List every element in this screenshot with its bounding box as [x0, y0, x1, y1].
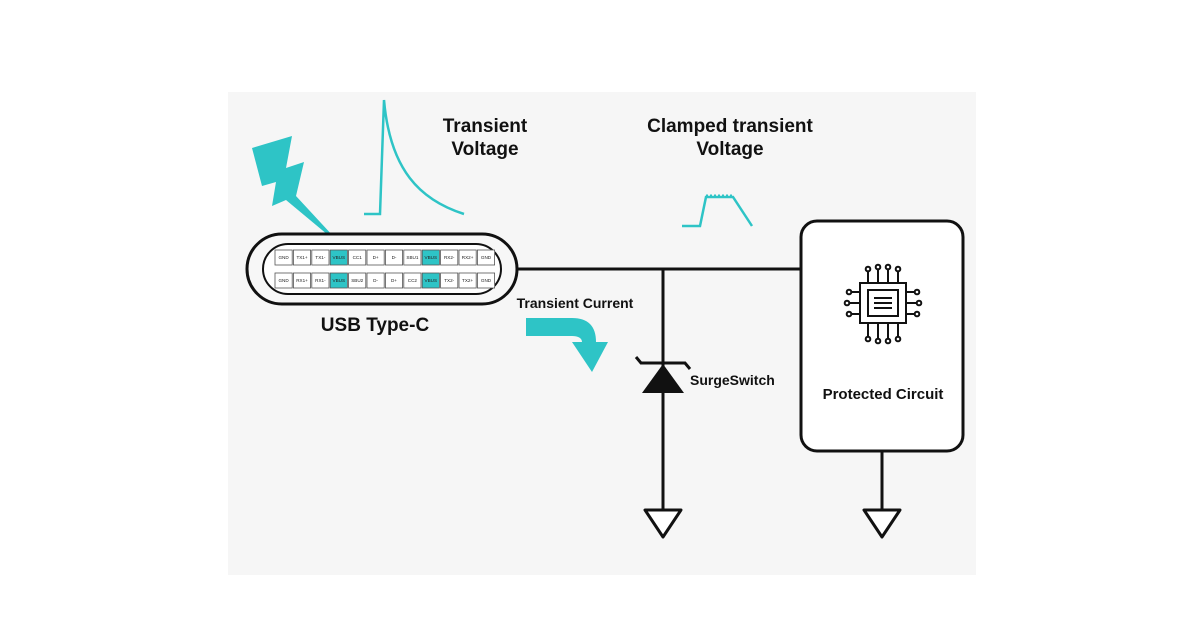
usb-pin [311, 272, 330, 289]
usb-pin [366, 249, 385, 266]
usb-pin [274, 249, 293, 266]
usb-type-c-label: USB Type-C [320, 315, 430, 336]
usb-pin [440, 272, 459, 289]
tvs-diode-icon [634, 356, 692, 393]
usb-pin [403, 272, 422, 289]
usb-pin-label: TX2- [444, 278, 454, 283]
usb-pin-label: D- [373, 278, 378, 283]
lightning-bolt-icon [252, 136, 346, 250]
usb-pin-label: TX1+ [296, 255, 307, 260]
usb-pin [329, 272, 348, 289]
usb-pin-label: SBU2 [351, 278, 363, 283]
usb-pin [384, 249, 403, 266]
usb-pin [274, 272, 293, 289]
curved-arrow-icon [526, 318, 608, 372]
clamped-voltage-label: Clamped transient Voltage [630, 116, 830, 162]
usb-pin-label: D+ [391, 278, 397, 283]
ground-icon [643, 508, 683, 539]
usb-pin-label: RX2- [444, 255, 455, 260]
usb-pin [421, 249, 440, 266]
usb-pin [311, 249, 330, 266]
usb-pin [348, 249, 367, 266]
usb-pin-label: TX1- [315, 255, 325, 260]
clamped-voltage-line-2: Voltage [696, 138, 764, 160]
usb-pin [403, 249, 422, 266]
usb-pin [348, 272, 367, 289]
surgeswitch-label: SurgeSwitch [690, 372, 775, 388]
usb-pin-label: GND [278, 255, 289, 260]
usb-pin-label: VBUS [333, 255, 346, 260]
usb-pin-label: GND [481, 255, 492, 260]
usb-pin-label: D- [392, 255, 397, 260]
usb-pin [329, 249, 348, 266]
protected-circuit-label: Protected Circuit [822, 386, 944, 403]
usb-pin-label: VBUS [425, 255, 438, 260]
usb-pin [440, 249, 459, 266]
transient-current-label: Transient Current [516, 295, 634, 311]
usb-pin [476, 272, 495, 289]
usb-pin [384, 272, 403, 289]
ground-icon [862, 508, 902, 539]
usb-pin-label: TX2+ [462, 278, 473, 283]
usb-pin-label: CC2 [408, 278, 418, 283]
clamped-voltage-line-1: Clamped transient [647, 116, 813, 137]
usb-pin-label: GND [278, 278, 289, 283]
usb-pin-label: SBU1 [406, 255, 418, 260]
usb-pin-label: CC1 [353, 255, 363, 260]
usb-pin-label: RX2+ [462, 255, 474, 260]
chip-icon [843, 263, 923, 345]
clamped-waveform [682, 195, 754, 228]
transient-voltage-line-2: Voltage [451, 138, 519, 160]
usb-pin [458, 249, 477, 266]
usb-pin [292, 249, 311, 266]
usb-pin-label: VBUS [333, 278, 346, 283]
usb-pin [366, 272, 385, 289]
usb-pin-label: RX1- [315, 278, 326, 283]
usb-pin-label: D+ [373, 255, 379, 260]
usb-pin [292, 272, 311, 289]
usb-pin [458, 272, 477, 289]
usb-pin-label: VBUS [425, 278, 438, 283]
transient-voltage-line-1: Transient [442, 116, 528, 137]
transient-waveform [364, 99, 465, 216]
usb-pin [421, 272, 440, 289]
protected-circuit-box [799, 219, 965, 453]
usb-pin-label: GND [481, 278, 492, 283]
transient-voltage-label: Transient Voltage [420, 116, 550, 162]
usb-pin-label: RX1+ [296, 278, 308, 283]
usb-pin [476, 249, 495, 266]
